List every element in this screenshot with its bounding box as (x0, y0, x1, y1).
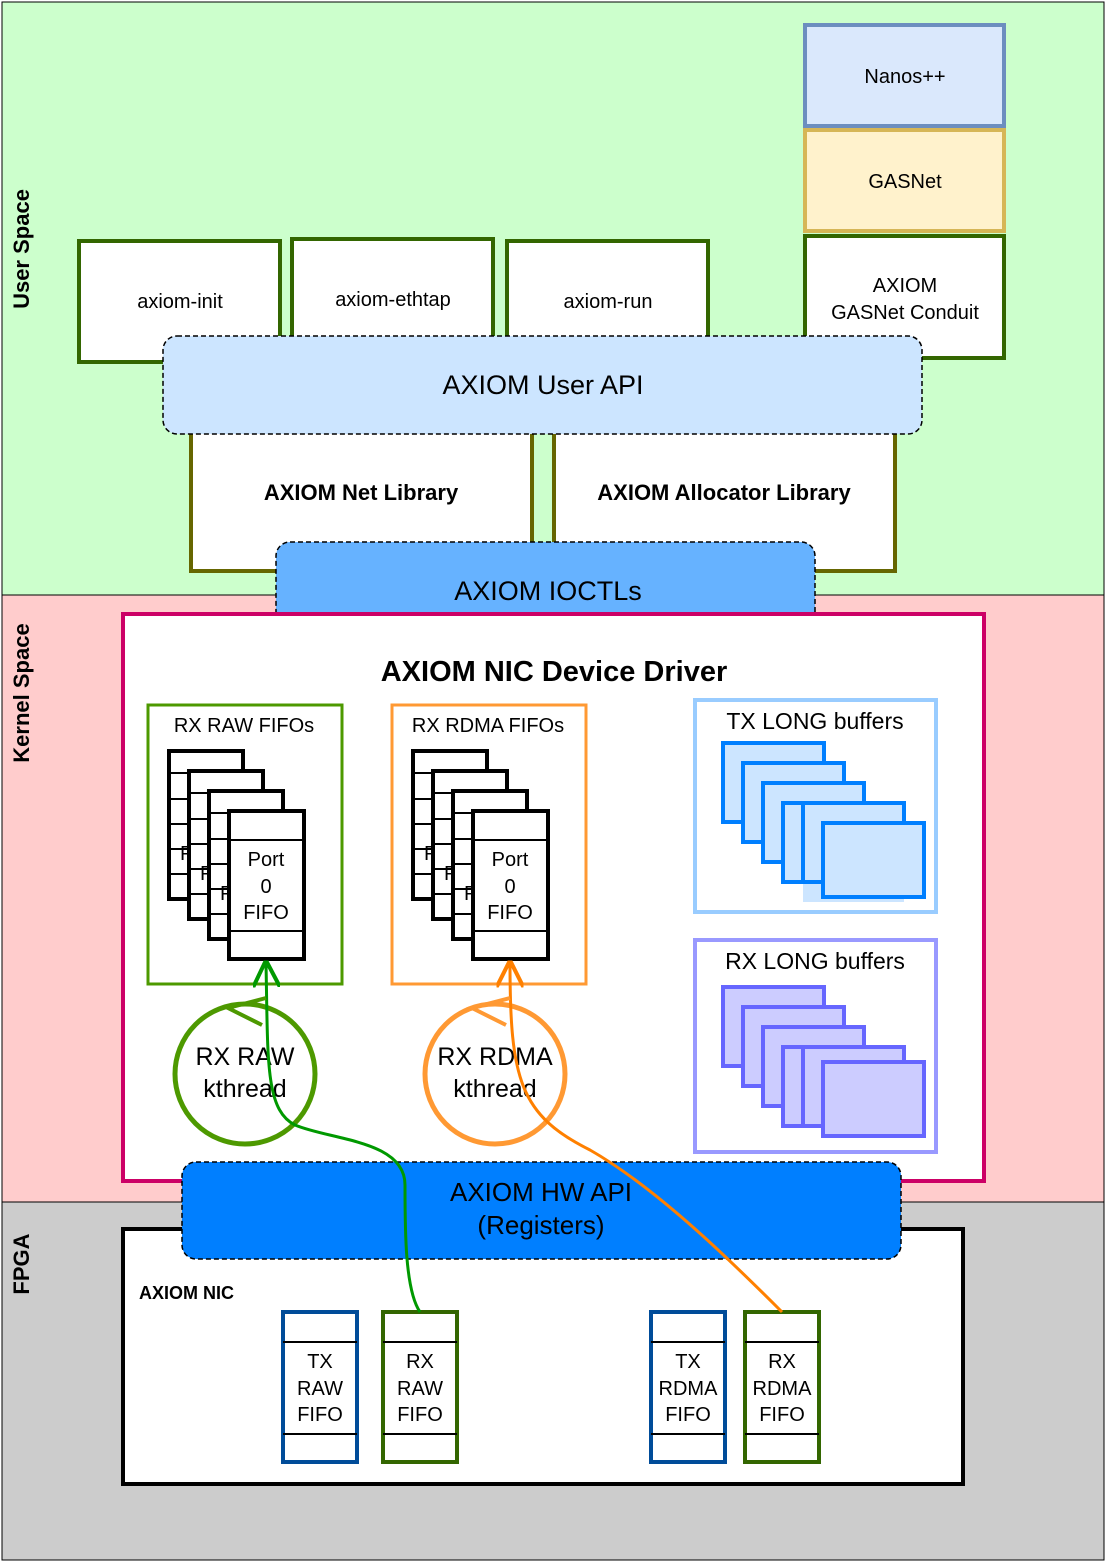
user-api-box (162, 335, 923, 435)
rx-raw-fifo-label: FIFO (243, 902, 289, 924)
rx-rdma-fifo-label: FIFO (487, 902, 533, 924)
rx-raw-arrow-accent (222, 996, 267, 1027)
rx-rdma-arrow-accent (466, 996, 511, 1027)
rx-rdma-data-path (510, 963, 784, 1314)
rx-rdma-kthread-line1: RX RDMA (437, 1043, 553, 1071)
nanos-box (803, 23, 1006, 128)
axiom-run-label: axiom-run (564, 291, 653, 313)
hw-api-line2: (Registers) (477, 1210, 604, 1240)
kernel-space-label: Kernel Space (9, 623, 34, 762)
axiom-ethtap-label: axiom-ethtap (335, 289, 451, 311)
tx-long-buffer-stack (721, 741, 926, 902)
fpga-label: FPGA (9, 1233, 34, 1294)
rx-raw-fifo: RX RAW FIFO (381, 1310, 459, 1464)
rx-raw-fifo-stack: P P P Port 0 FIFO (167, 749, 306, 961)
axiom-init-label: axiom-init (137, 291, 223, 313)
rx-rdma-fifo-port-label: Port (492, 849, 529, 871)
net-library-label: AXIOM Net Library (264, 480, 459, 505)
rx-raw-fifo-port-number: 0 (260, 876, 271, 898)
rx-raw-fifo-port-label: Port (248, 849, 285, 871)
rx-rdma-fifo-line3: FIFO (759, 1404, 805, 1426)
rx-rdma-fifo-line1: RX (768, 1351, 796, 1373)
tx-raw-fifo-line3: FIFO (297, 1404, 343, 1426)
rx-raw-fifo-line2: RAW (397, 1378, 443, 1400)
hw-api-box (181, 1161, 902, 1260)
tx-rdma-fifo-line2: RDMA (659, 1378, 719, 1400)
gasnet-box (803, 128, 1006, 233)
rx-rdma-fifos-label: RX RDMA FIFOs (412, 715, 564, 737)
tx-rdma-fifo: TX RDMA FIFO (649, 1310, 727, 1464)
gasnet-conduit-line1: AXIOM (873, 275, 937, 297)
user-api-label: AXIOM User API (442, 370, 643, 400)
tx-long-buffers-label: TX LONG buffers (726, 708, 903, 734)
gasnet-label: GASNet (868, 171, 942, 193)
rx-raw-data-path (266, 963, 422, 1313)
user-space-label: User Space (9, 189, 34, 309)
axiom-nic-box (121, 1227, 965, 1486)
rx-rdma-fifo-port-number: 0 (504, 876, 515, 898)
tx-raw-fifo: TX RAW FIFO (281, 1310, 359, 1464)
tx-rdma-fifo-line1: TX (675, 1351, 701, 1373)
rx-rdma-kthread (422, 1001, 568, 1147)
nic-device-driver-title: AXIOM NIC Device Driver (381, 656, 728, 688)
rx-raw-fifo-line1: RX (406, 1351, 434, 1373)
rx-rdma-kthread-line2: kthread (453, 1075, 536, 1103)
rx-rdma-fifo-line2: RDMA (753, 1378, 813, 1400)
tx-raw-fifo-line1: TX (307, 1351, 333, 1373)
allocator-library-label: AXIOM Allocator Library (597, 480, 851, 505)
rx-raw-fifos-label: RX RAW FIFOs (174, 715, 314, 737)
gasnet-conduit-line2: GASNet Conduit (831, 302, 979, 324)
tx-raw-fifo-line2: RAW (297, 1378, 343, 1400)
tx-rdma-fifo-line3: FIFO (665, 1404, 711, 1426)
rx-raw-port0-fifo: Port 0 FIFO (227, 809, 306, 961)
rx-long-buffers-label: RX LONG buffers (725, 948, 905, 974)
rx-rdma-fifo-stack: P P P Port 0 FIFO (411, 749, 550, 961)
rx-rdma-fifo: RX RDMA FIFO (743, 1310, 821, 1464)
nanos-label: Nanos++ (864, 66, 945, 88)
rx-raw-fifo-line3: FIFO (397, 1404, 443, 1426)
rx-long-buffer-stack (721, 985, 926, 1138)
axiom-nic-label: AXIOM NIC (139, 1283, 234, 1303)
hw-api-line1: AXIOM HW API (450, 1177, 632, 1207)
rx-raw-kthread-line1: RX RAW (195, 1043, 294, 1071)
ioctls-label: AXIOM IOCTLs (454, 576, 642, 606)
rx-rdma-port0-fifo: Port 0 FIFO (471, 809, 550, 961)
